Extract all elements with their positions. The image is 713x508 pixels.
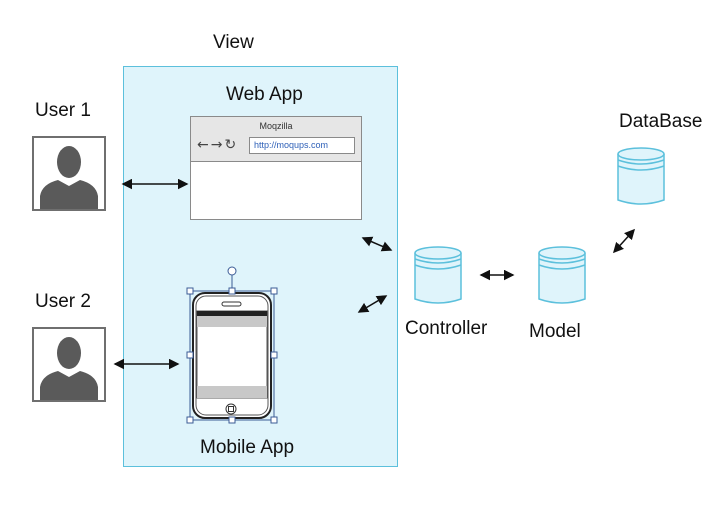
view-label: View xyxy=(213,32,254,53)
user1-avatar-icon xyxy=(32,136,106,211)
browser-window-icon: Moqzilla ←→↻ http://moqups.com xyxy=(190,116,362,220)
web-app-label: Web App xyxy=(226,84,303,105)
mobile-controller-arrow xyxy=(357,295,388,313)
database-icon xyxy=(617,147,665,205)
user1-label: User 1 xyxy=(35,100,91,121)
model-database-icon xyxy=(538,246,586,304)
model-label: Model xyxy=(529,321,581,342)
database-label: DataBase xyxy=(619,111,703,132)
browser-url-field: http://moqups.com xyxy=(249,137,355,154)
browser-title: Moqzilla xyxy=(259,121,293,131)
user2-avatar-icon xyxy=(32,327,106,402)
browser-nav-icons: ←→↻ xyxy=(197,137,239,153)
model-database-arrow xyxy=(612,228,636,254)
controller-database-icon xyxy=(414,246,462,304)
browser-toolbar: Moqzilla ←→↻ http://moqups.com xyxy=(191,117,361,162)
mobile-app-label: Mobile App xyxy=(200,437,295,458)
web-controller-arrow xyxy=(361,236,393,252)
controller-label: Controller xyxy=(405,318,488,339)
user2-label: User 2 xyxy=(35,291,91,312)
